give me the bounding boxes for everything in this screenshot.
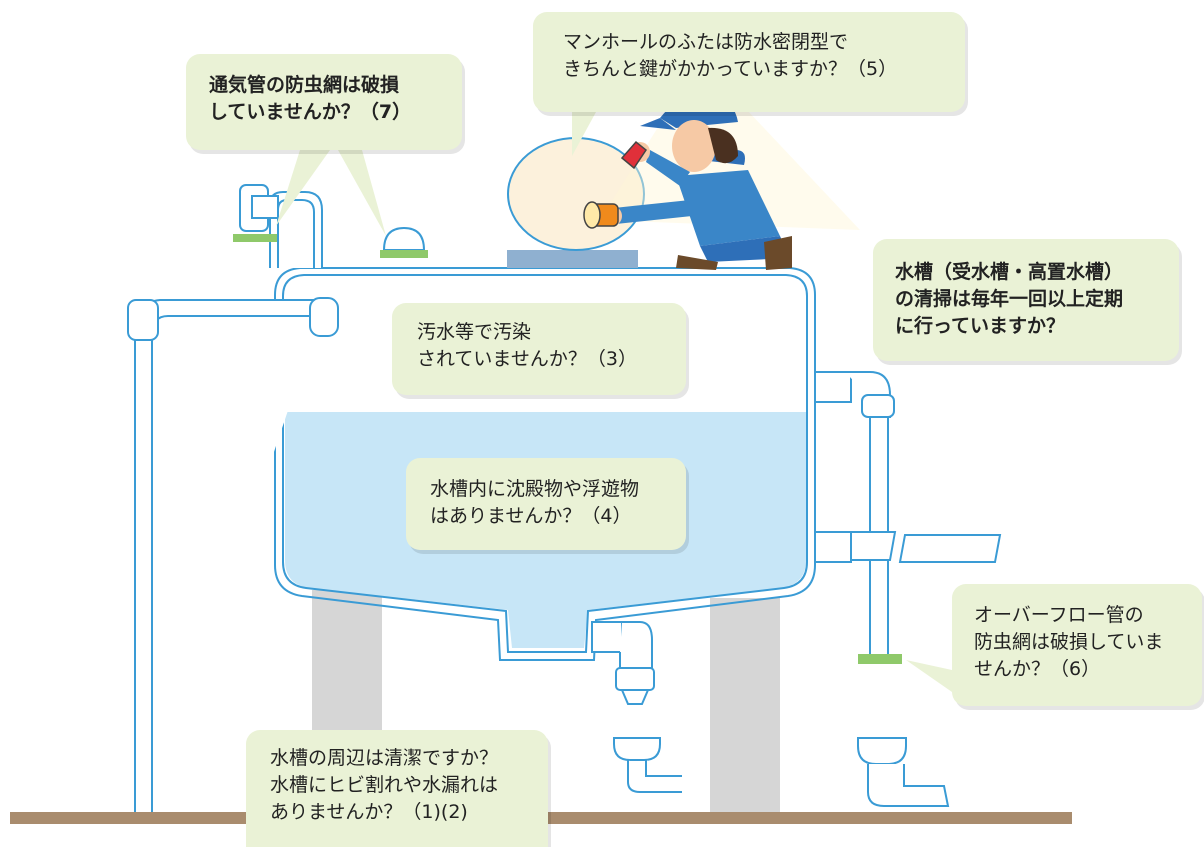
- surroundings-note: 水槽の周辺は清潔ですか？ 水槽にヒビ割れや水漏れは ありませんか？（1)(2): [246, 730, 548, 847]
- overflow-mesh-note: オーバーフロー管の 防虫網は破損していま せんか？（6）: [952, 584, 1202, 706]
- note-line: 防虫網は破損していま: [974, 631, 1164, 653]
- floor-drain-trap-right: [857, 737, 950, 807]
- vent-mesh-note: 通気管の防虫網は破損 していませんか？（7）: [186, 54, 462, 150]
- note-line: 通気管の防虫網は破損: [209, 74, 400, 96]
- vent-note-tail: [276, 150, 330, 226]
- note-line: ありませんか？（1)(2): [270, 801, 468, 823]
- note-line: マンホールのふたは防水密閉型で: [563, 31, 849, 53]
- tank-body: [274, 267, 816, 661]
- sediment-note: 水槽内に沈殿物や浮遊物 はありませんか？（4）: [406, 458, 686, 550]
- note-line: 水槽（受水槽・高置水槽）: [895, 261, 1124, 283]
- manhole-note: マンホールのふたは防水密閉型で きちんと鍵がかかっていますか？（5）: [533, 12, 965, 112]
- overflow-mesh: [858, 654, 902, 664]
- note-line: オーバーフロー管の: [974, 604, 1144, 626]
- vent-cap: [380, 226, 428, 258]
- manhole-note-tail: [572, 112, 596, 156]
- note-line: 水槽の周辺は清潔ですか？: [270, 747, 499, 769]
- note-line: きちんと鍵がかかっていますか？（5）: [563, 58, 898, 80]
- overflow-pipe: [814, 371, 1002, 656]
- manhole-frame: [507, 250, 638, 268]
- note-line: 汚水等で汚染: [417, 321, 532, 343]
- floor-drain-trap-left: [613, 737, 682, 793]
- note-line: に行っていますか？: [895, 315, 1066, 337]
- vent-mesh: [233, 234, 277, 242]
- note-line: していませんか？（7）: [209, 101, 412, 123]
- vent-pipe: [239, 184, 323, 268]
- note-line: 水槽内に沈殿物や浮遊物: [430, 478, 640, 500]
- overflow-note-tail: [906, 660, 952, 692]
- vent-note-tail-2: [338, 150, 386, 236]
- note-line: 水槽にヒビ割れや水漏れは: [270, 774, 499, 796]
- tank-leg-right: [710, 598, 780, 812]
- drain-valve: [591, 621, 655, 705]
- note-line: せんか？（6）: [974, 658, 1101, 680]
- inlet-pipe: [127, 297, 339, 812]
- contamination-note: 汚水等で汚染 されていませんか？（3）: [392, 303, 686, 395]
- cleaning-note: 水槽（受水槽・高置水槽） の清掃は毎年一回以上定期 に行っていますか？: [873, 239, 1179, 361]
- note-line: されていませんか？（3）: [417, 348, 637, 370]
- note-line: の清掃は毎年一回以上定期: [895, 288, 1124, 310]
- note-line: はありませんか？（4）: [430, 505, 632, 527]
